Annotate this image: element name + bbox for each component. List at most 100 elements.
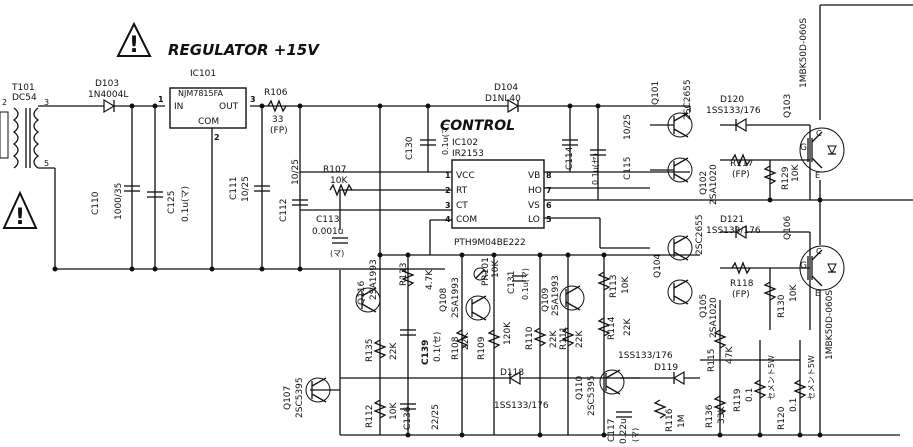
svg-text:3: 3 <box>445 201 451 210</box>
capacitor-c125: C125 0.1u(マ) <box>147 186 191 222</box>
resistor-r107: R107 10K <box>323 165 353 197</box>
svg-text:C115: C115 <box>623 157 633 180</box>
svg-text:E: E <box>815 289 820 298</box>
resistor-r108: R108 22K <box>451 329 471 360</box>
svg-text:22K: 22K <box>575 330 585 348</box>
svg-text:2SC5395: 2SC5395 <box>295 377 305 418</box>
regulator-heading: REGULATOR +15V <box>168 41 320 59</box>
svg-text:!: ! <box>129 33 139 58</box>
capacitor-c115: C115 10/25 <box>590 114 633 180</box>
svg-text:(マ): (マ) <box>631 428 640 442</box>
svg-text:1: 1 <box>445 171 451 180</box>
svg-text:2SC5395: 2SC5395 <box>587 375 597 416</box>
svg-text:5: 5 <box>44 159 49 168</box>
svg-text:IN: IN <box>174 102 183 112</box>
svg-text:0.1u(マ): 0.1u(マ) <box>441 123 450 155</box>
svg-text:10K: 10K <box>789 284 799 302</box>
svg-text:(マ): (マ) <box>330 249 344 258</box>
svg-text:NJM7815FA: NJM7815FA <box>178 89 223 98</box>
transistor-q110: Q110 2SC5395 <box>575 369 625 416</box>
svg-text:1MBK50D-060S: 1MBK50D-060S <box>799 18 809 88</box>
resistor-r114: R114 22K <box>597 316 633 340</box>
svg-text:C: C <box>816 247 822 256</box>
svg-text:2: 2 <box>445 186 451 195</box>
svg-text:5: 5 <box>546 215 552 224</box>
svg-text:3: 3 <box>250 95 256 104</box>
transistor-q116: Q116 2SA1993 <box>355 259 381 313</box>
svg-text:PTH9M04BE222: PTH9M04BE222 <box>454 238 526 248</box>
svg-text:47K: 47K <box>725 346 735 364</box>
svg-text:22K: 22K <box>389 342 399 360</box>
svg-text:R133: R133 <box>399 263 409 286</box>
diode-d103: D103 1N4004L <box>88 79 128 114</box>
svg-text:HO: HO <box>528 186 542 196</box>
transistor-q105: Q105 2SA1020 <box>667 279 719 338</box>
transistor-q101: Q101 2SC2655 <box>650 79 693 138</box>
svg-text:2: 2 <box>214 133 220 142</box>
svg-text:E: E <box>815 171 820 180</box>
svg-text:1SS133/176: 1SS133/176 <box>494 401 549 411</box>
svg-text:D104: D104 <box>494 83 518 93</box>
svg-text:C110: C110 <box>91 191 101 215</box>
svg-text:2SA1020: 2SA1020 <box>709 297 719 338</box>
svg-text:COM: COM <box>198 117 219 127</box>
svg-text:G: G <box>800 261 807 271</box>
svg-text:Q104: Q104 <box>653 253 663 278</box>
warning-triangle-icon: ! <box>2 190 38 230</box>
svg-text:DC54: DC54 <box>12 93 37 103</box>
svg-text:D121: D121 <box>720 215 744 225</box>
svg-text:R115: R115 <box>707 349 717 372</box>
transistor-q102: Q102 2SA1020 <box>650 157 719 205</box>
svg-text:1MBK50D-060S: 1MBK50D-060S <box>825 290 835 360</box>
svg-text:RT: RT <box>456 186 468 196</box>
svg-text:Q109: Q109 <box>541 287 551 312</box>
svg-text:2SA1993: 2SA1993 <box>551 275 561 316</box>
svg-text:1SS133/176: 1SS133/176 <box>618 351 673 361</box>
svg-text:C: C <box>816 129 822 138</box>
resistor-r112: R112 10K <box>365 399 399 428</box>
svg-text:IR2153: IR2153 <box>452 149 484 159</box>
transistor-q108: Q108 2SA1993 <box>439 277 491 321</box>
svg-text:10K: 10K <box>389 402 399 420</box>
resistor-r115: R115 47K <box>707 329 735 372</box>
svg-text:セメント5W: セメント5W <box>807 355 816 400</box>
svg-text:C113: C113 <box>316 215 339 225</box>
svg-text:33K: 33K <box>717 406 727 424</box>
svg-text:0.1: 0.1 <box>789 398 799 412</box>
svg-text:R119: R119 <box>733 388 743 412</box>
svg-text:!: ! <box>15 205 25 230</box>
svg-text:C114: C114 <box>565 146 575 170</box>
svg-text:0.1u(セ): 0.1u(セ) <box>591 153 600 185</box>
svg-text:R135: R135 <box>365 339 375 362</box>
resistor-r118: R118 (FP) <box>730 261 754 300</box>
svg-text:10K: 10K <box>621 276 631 294</box>
svg-text:R118: R118 <box>730 279 754 289</box>
svg-text:Q105: Q105 <box>699 294 709 318</box>
svg-text:2SA1020: 2SA1020 <box>709 164 719 205</box>
capacitor-c117: C117 0.22u (マ) <box>607 411 640 444</box>
capacitor-c110: C110 1000/35 <box>91 183 140 220</box>
svg-text:VS: VS <box>528 201 540 211</box>
svg-text:Q108: Q108 <box>439 287 449 312</box>
svg-text:C125: C125 <box>167 191 177 214</box>
svg-text:6: 6 <box>546 201 552 210</box>
svg-text:10K: 10K <box>330 176 348 186</box>
svg-text:Q107: Q107 <box>283 386 293 410</box>
svg-text:1000/35: 1000/35 <box>114 183 124 220</box>
svg-text:2SA1993: 2SA1993 <box>451 277 461 318</box>
igbt-q106: G C E Q106 1MBK50D-060S <box>783 215 845 360</box>
control-heading: CONTROL <box>440 118 515 134</box>
capacitor-c111: C111 10/25 <box>229 176 270 202</box>
resistor-r116: R116 1M <box>653 399 687 432</box>
capacitor-c139: C139 0.1(セ) <box>400 329 443 365</box>
svg-text:G: G <box>800 143 807 153</box>
resistor-r136: R136 33K <box>705 395 727 428</box>
warning-triangle-icon: ! <box>116 21 152 58</box>
svg-text:R107: R107 <box>323 165 346 175</box>
svg-text:0.1u(マ): 0.1u(マ) <box>181 186 191 222</box>
svg-text:10K: 10K <box>791 164 801 182</box>
svg-text:R116: R116 <box>665 408 675 432</box>
svg-text:33: 33 <box>272 115 283 125</box>
svg-text:Q101: Q101 <box>651 81 661 105</box>
svg-text:R106: R106 <box>264 88 288 98</box>
